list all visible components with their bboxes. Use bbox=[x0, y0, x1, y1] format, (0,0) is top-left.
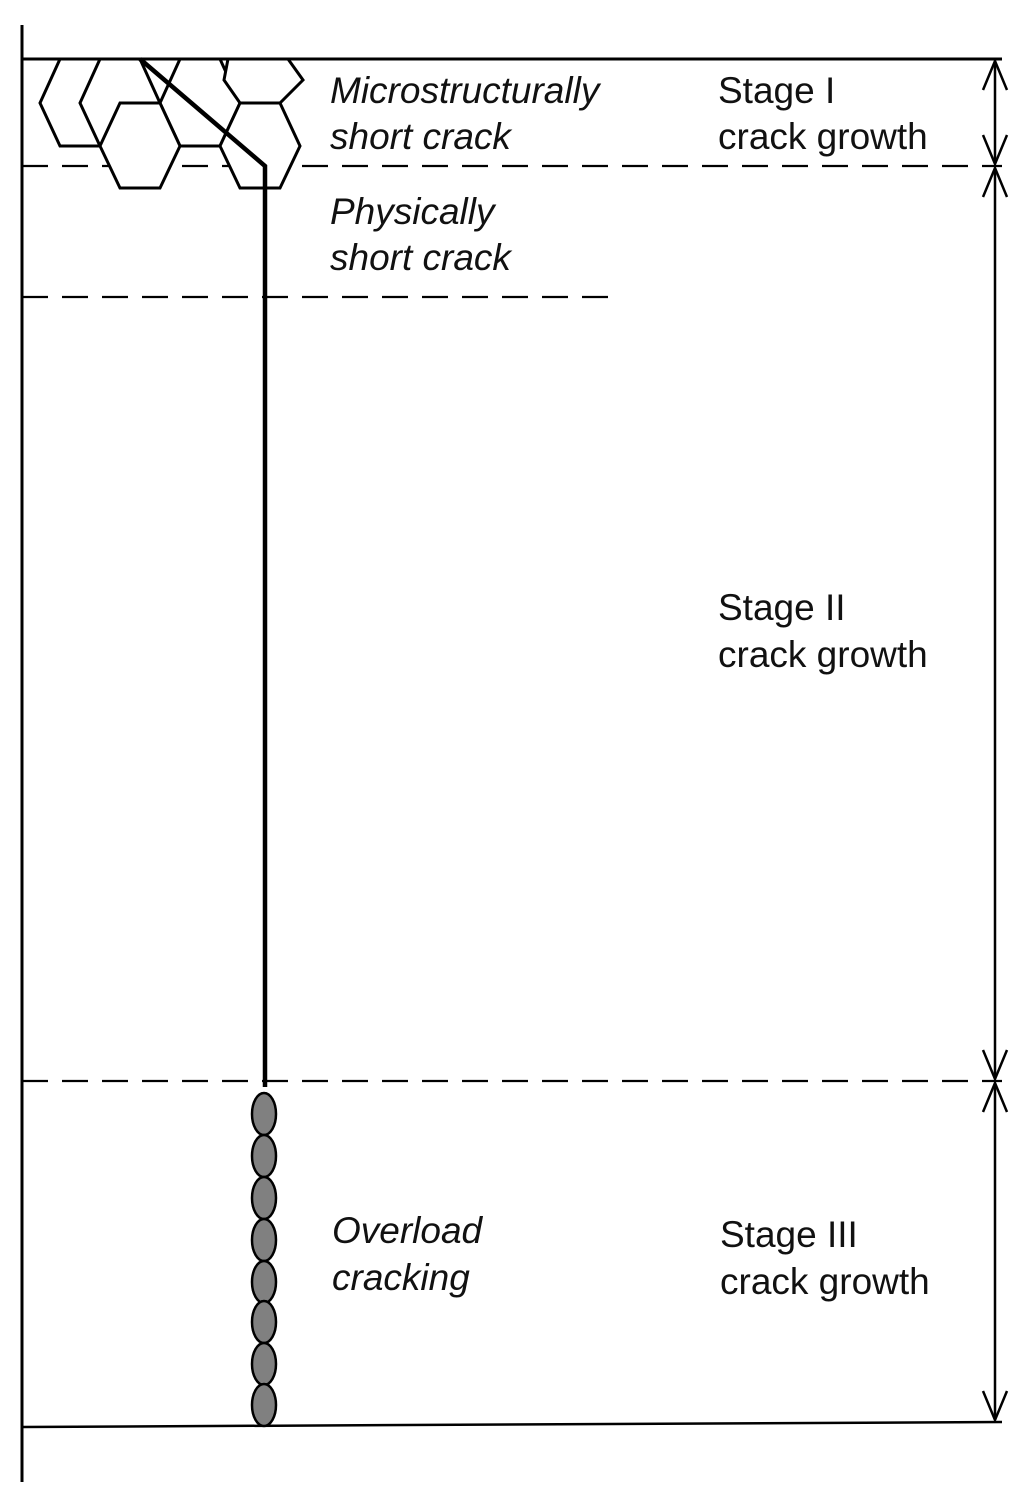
stage2-label: Stage II crack growth bbox=[718, 587, 928, 675]
overload-bead bbox=[250, 1133, 278, 1179]
micro-label-line1: Microstructurally bbox=[330, 70, 602, 111]
overload-bead bbox=[250, 1382, 278, 1428]
stage2-label-line1: Stage II bbox=[718, 587, 846, 628]
stage2-label-line2: crack growth bbox=[718, 634, 928, 675]
grain-structure bbox=[38, 57, 305, 190]
stage3-label-line2: crack growth bbox=[720, 1261, 930, 1302]
physical-label-line1: Physically bbox=[330, 191, 497, 232]
stage3-dimension-arrow bbox=[981, 1079, 1009, 1424]
overload-bead bbox=[250, 1175, 278, 1221]
overload-cracking-label: Overload cracking bbox=[332, 1210, 492, 1298]
stage3-label: Stage III crack growth bbox=[720, 1214, 930, 1302]
overload-bead bbox=[250, 1259, 278, 1305]
stage3-label-line1: Stage III bbox=[720, 1214, 858, 1255]
physically-short-crack-label: Physically short crack bbox=[330, 191, 513, 278]
overload-bead bbox=[250, 1341, 278, 1387]
stage2-dimension-arrow bbox=[981, 164, 1009, 1083]
micro-label-line2: short crack bbox=[330, 116, 513, 157]
overload-bead bbox=[250, 1091, 278, 1137]
physical-label-line2: short crack bbox=[330, 237, 513, 278]
overload-label-line2: cracking bbox=[332, 1257, 470, 1298]
grain bbox=[98, 101, 182, 190]
stage1-label-line2: crack growth bbox=[718, 116, 928, 157]
overload-beads bbox=[250, 1091, 278, 1428]
crack-path-stage1 bbox=[138, 57, 268, 1087]
micro-short-crack-label: Microstructurally short crack bbox=[330, 70, 610, 157]
overload-label-line1: Overload bbox=[332, 1210, 484, 1251]
grain bbox=[222, 57, 305, 105]
stage1-dimension-arrow bbox=[981, 57, 1009, 168]
overload-bead bbox=[250, 1299, 278, 1345]
stage1-label-line1: Stage I bbox=[718, 70, 835, 111]
overload-bead bbox=[250, 1217, 278, 1263]
stage1-label: Stage I crack growth bbox=[718, 70, 928, 157]
specimen-bottom-edge bbox=[21, 1420, 1003, 1429]
